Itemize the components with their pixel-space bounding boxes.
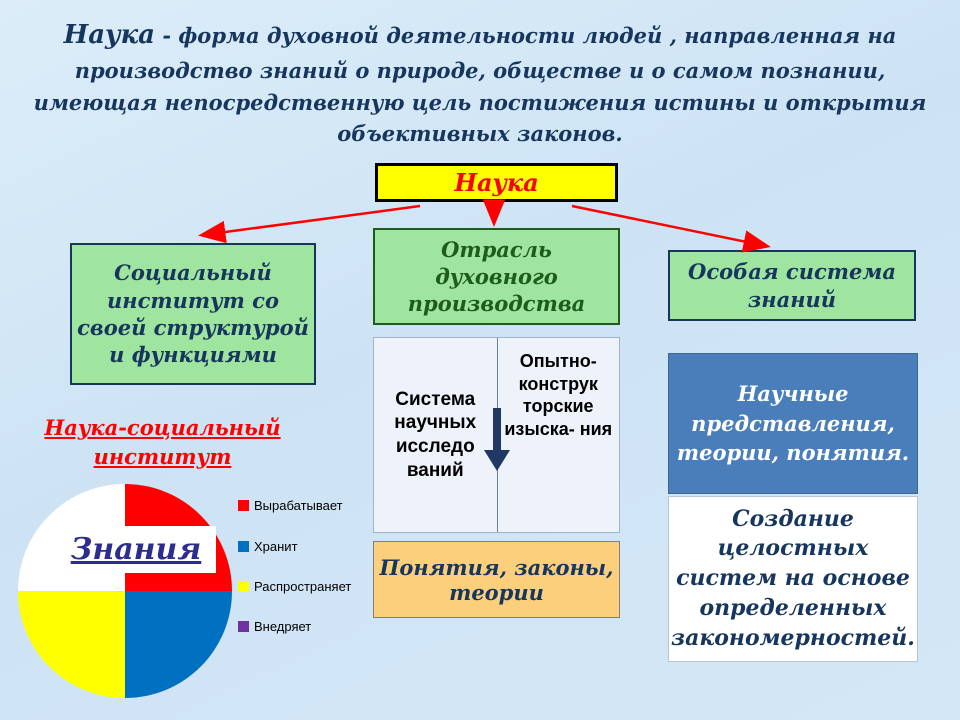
scientific-ideas-box: Научные представления, теории, понятия. [668,353,918,494]
title-rest: - форма духовной деятельности людей , на… [33,23,927,146]
legend-swatch-rasprostranyaet [238,581,249,592]
branch-box-spiritual-production: Отрасль духовного производства [373,228,620,325]
integral-systems-label: Создание целостных систем на основе опре… [671,505,915,651]
legend-label-vnedryaet: Внедряет [254,619,312,634]
legend-item-rasprostranyaet: Распространяет [238,579,351,594]
pie-chart [18,484,232,698]
title-lead-word: Наука [63,20,156,50]
concepts-laws-box: Понятия, законы, теории [373,541,620,618]
legend-swatch-vyrabatyvaet [238,500,249,511]
root-nauka-box: Наука [375,163,618,202]
legend-item-vnedryaet: Внедряет [238,619,311,634]
root-nauka-label: Наука [454,168,539,197]
research-panel-left-column: Система научных исследо ваний [374,338,497,532]
legend-label-hranit: Хранит [254,539,298,554]
integral-systems-box: Создание целостных систем на основе опре… [668,496,918,662]
slide-title: Наука - форма духовной деятельности люде… [30,16,930,150]
pie-slice-rasprostranyaet [18,591,125,698]
concepts-laws-label: Понятия, законы, теории [379,554,614,605]
legend-label-rasprostranyaet: Распространяет [254,579,352,594]
legend-label-vyrabatyvaet: Вырабатывает [254,498,343,513]
branch-spiritual-production-label: Отрасль духовного производства [407,236,586,317]
branch-knowledge-system-label: Особая система знаний [688,259,896,312]
pie-slice-hranit [125,591,232,698]
scientific-ideas-label: Научные представления, теории, понятия. [676,381,910,466]
legend-item-vyrabatyvaet: Вырабатывает [238,498,343,513]
branch-box-knowledge-system: Особая система знаний [668,250,916,321]
research-panel: Система научных исследо ваний Опытно-кон… [373,337,620,533]
research-panel-right-column: Опытно-конструк торские изыска- ния [496,338,620,532]
pie-section-heading: Наука-социальный институт [44,415,281,470]
legend-item-hranit: Хранит [238,539,298,554]
legend-swatch-vnedryaet [238,621,249,632]
branch-box-social-institute: Социальный институт со своей структурой … [70,243,316,385]
legend-swatch-hranit [238,541,249,552]
pie-center-label: Знания [56,526,216,573]
research-right-label: Опытно-конструк торские изыска- ния [504,351,613,439]
branch-social-institute-label: Социальный институт со своей структурой … [77,260,309,368]
research-left-label: Система научных исследо ваний [394,388,477,481]
